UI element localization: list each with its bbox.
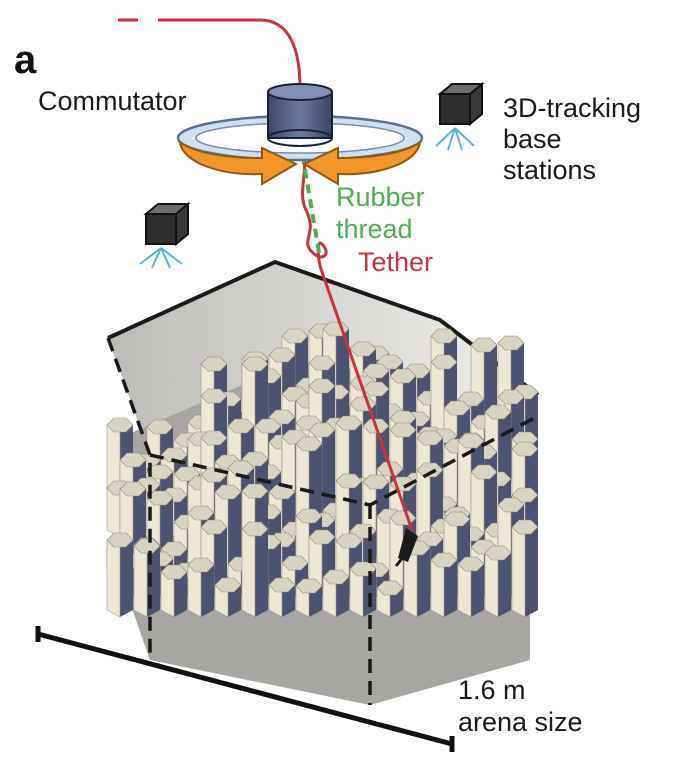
tether-label: Tether: [358, 247, 434, 277]
pillar: [511, 519, 539, 618]
base-station-icon: [435, 81, 485, 151]
pillar: [349, 561, 377, 618]
commutator-icon: [176, 83, 424, 186]
animal-icon: [394, 528, 418, 567]
arena-size-label-line2: arena size: [458, 707, 583, 737]
base-stations-label-line2: base: [503, 124, 562, 154]
base-stations-label-line3: stations: [503, 155, 597, 185]
pillar: [322, 569, 350, 618]
arena-outline-dashed: [106, 337, 541, 705]
rubber-thread-label-line2: thread: [336, 214, 413, 244]
rubber-thread-label-line1: Rubber: [336, 182, 425, 212]
panel-label: a: [14, 38, 37, 82]
commutator-label: Commutator: [38, 86, 187, 116]
pillar: [268, 577, 296, 618]
pillar: [376, 580, 404, 618]
base-station-icon: [139, 201, 191, 269]
pillar: [214, 577, 242, 618]
pillar: [187, 557, 215, 618]
pillar: [241, 521, 269, 618]
scale-bar: [37, 631, 453, 747]
base-stations-label-line1: 3D-tracking: [503, 93, 642, 123]
pillar: [457, 556, 485, 618]
pillar: [430, 552, 458, 618]
pillar: [160, 564, 188, 618]
pillar: [106, 532, 134, 618]
pillar-field: [106, 321, 539, 705]
pillar: [295, 578, 323, 618]
tether-line: [118, 18, 302, 89]
arena-size-label-line1: 1.6 m: [458, 675, 526, 705]
pillar: [484, 545, 512, 618]
pillar: [133, 538, 161, 618]
